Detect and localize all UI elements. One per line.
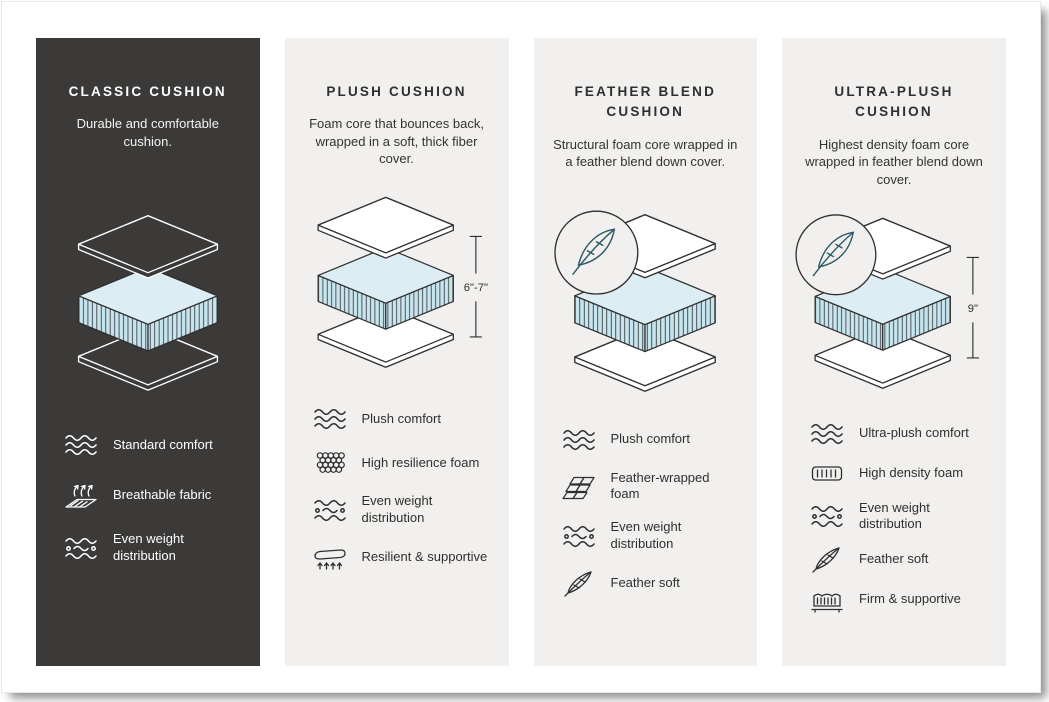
column-title: PLUSH CUSHION xyxy=(326,84,467,99)
ultra-plush-cushion-illustration: 9" xyxy=(795,200,992,398)
column-title: CLASSIC CUSHION xyxy=(68,84,227,99)
feature-item: High density foam xyxy=(808,460,988,488)
column-classic-cushion: CLASSIC CUSHION Durable and comfortable … xyxy=(36,38,260,666)
feather-icon xyxy=(808,545,846,573)
plush-cushion-illustration: 6"-7" xyxy=(299,179,495,377)
even-weight-distribution-icon xyxy=(311,496,349,524)
infographic-sheet: CLASSIC CUSHION Durable and comfortable … xyxy=(1,1,1041,693)
feature-label: Even weight distribution xyxy=(859,499,930,532)
height-measurement: 9" xyxy=(968,303,978,315)
feature-label: Firm & supportive xyxy=(859,590,961,606)
feature-label: High density foam xyxy=(859,465,964,481)
column-plush-cushion: PLUSH CUSHION Foam core that bounces bac… xyxy=(284,38,509,666)
column-title: ULTRA-PLUSH CUSHION xyxy=(834,84,954,120)
feature-item: Feather soft xyxy=(560,569,740,597)
layered-cushion-diagram: 6"-7" xyxy=(299,187,487,369)
classic-cushion-illustration xyxy=(59,199,237,397)
column-ultra-plush-cushion: ULTRA-PLUSH CUSHION Highest density foam… xyxy=(782,38,1006,666)
feature-item: Breathable fabric xyxy=(62,481,242,509)
layered-cushion-diagram: 9" xyxy=(795,213,980,390)
comfort-waves-icon xyxy=(808,420,846,448)
feature-item: Firm & supportive xyxy=(808,585,988,613)
feather-wrapped-foam-icon xyxy=(560,472,598,500)
breathable-fabric-icon xyxy=(62,481,100,509)
feature-item: Even weight distribution xyxy=(62,531,242,565)
feature-label: Ultra-plush comfort xyxy=(859,425,969,441)
feature-item: Feather-wrapped foam xyxy=(560,470,740,504)
even-weight-distribution-icon xyxy=(560,522,598,550)
comfort-waves-icon xyxy=(560,426,598,454)
feature-item: Plush comfort xyxy=(311,405,491,433)
layered-cushion-diagram xyxy=(554,210,735,393)
high-density-foam-icon xyxy=(808,460,846,488)
feature-item: Even weight distribution xyxy=(311,493,491,527)
feather-badge-icon xyxy=(795,213,877,295)
column-feather-blend-cushion: FEATHER BLEND CUSHION Structural foam co… xyxy=(533,38,757,666)
even-weight-distribution-icon xyxy=(62,534,100,562)
column-description: Durable and comfortable cushion. xyxy=(76,116,219,149)
feature-item: Resilient & supportive xyxy=(311,543,491,571)
column-description: Foam core that bounces back, wrapped in … xyxy=(309,116,484,167)
feature-item: Even weight distribution xyxy=(808,500,988,534)
even-weight-distribution-icon xyxy=(808,502,846,530)
height-measurement: 6"-7" xyxy=(463,282,487,294)
column-description: Highest density foam core wrapped in fea… xyxy=(805,136,983,187)
feature-label: Even weight distribution xyxy=(361,493,433,526)
feature-label: Plush comfort xyxy=(361,410,441,426)
feather-blend-cushion-illustration xyxy=(554,200,735,398)
firm-supportive-icon xyxy=(808,585,846,613)
resilient-supportive-icon xyxy=(311,543,349,571)
feather-badge-icon xyxy=(554,210,639,295)
feature-label: Breathable fabric xyxy=(113,486,212,502)
feather-icon xyxy=(560,569,598,597)
feature-item: High resilience foam xyxy=(311,449,491,477)
feature-label: Feather soft xyxy=(610,574,680,590)
feature-item: Even weight distribution xyxy=(560,519,740,553)
feature-label: High resilience foam xyxy=(361,454,480,470)
comfort-waves-icon xyxy=(62,431,100,459)
feature-label: Plush comfort xyxy=(610,431,690,447)
feature-label: Resilient & supportive xyxy=(361,548,488,564)
feature-label: Feather soft xyxy=(859,550,929,566)
feature-list: Standard comfort Breathable fabric Even … xyxy=(50,431,246,565)
feature-item: Ultra-plush comfort xyxy=(808,420,988,448)
feature-label: Standard comfort xyxy=(113,436,213,452)
feature-list: Ultra-plush comfort High density foam Ev… xyxy=(796,420,992,614)
column-description: Structural foam core wrapped in a feathe… xyxy=(553,136,738,170)
feature-item: Feather soft xyxy=(808,545,988,573)
feature-label: Feather-wrapped foam xyxy=(610,469,710,502)
feature-item: Plush comfort xyxy=(560,426,740,454)
high-resilience-foam-icon xyxy=(311,449,349,477)
feature-label: Even weight distribution xyxy=(113,531,184,564)
feature-label: Even weight distribution xyxy=(610,519,682,552)
feature-list: Plush comfort High resilience foam Even … xyxy=(299,405,495,571)
comfort-waves-icon xyxy=(311,405,349,433)
layered-cushion-diagram xyxy=(59,205,237,392)
column-title: FEATHER BLEND CUSHION xyxy=(574,84,717,120)
feature-item: Standard comfort xyxy=(62,431,242,459)
feature-list: Plush comfort Feather-wrapped foam Even … xyxy=(548,426,744,598)
